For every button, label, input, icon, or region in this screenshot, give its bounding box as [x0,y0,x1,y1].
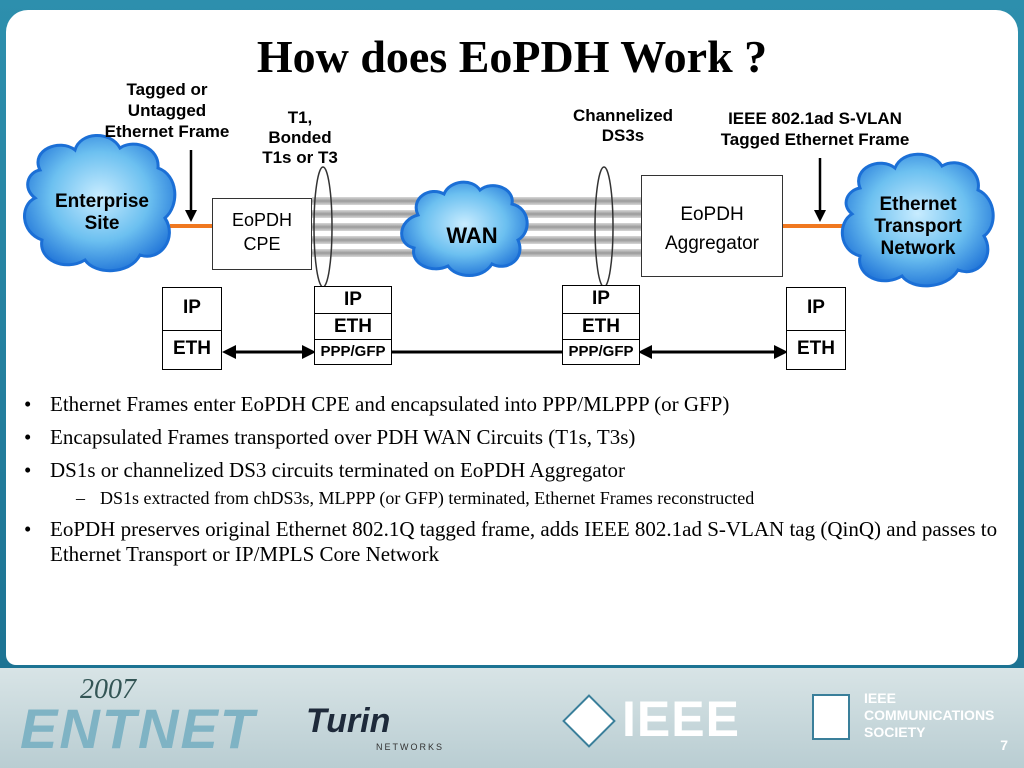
network-diagram [23,134,995,359]
stack-eth: ETH [163,330,221,368]
stack-eth: ETH [787,330,845,368]
comsoc-emblem-icon [812,694,850,740]
protocol-stack-right: IP ETH [786,287,846,370]
cloud-ethernet-transport [840,152,995,288]
slide-title: How does EoPDH Work ? [256,31,768,82]
entnet-wordmark: ENTNET [20,697,256,760]
entnet-year: 2007 [80,674,136,705]
turin-wordmark: Turin [306,702,391,740]
protocol-stack-mid-left: IP ETH PPP/GFP [314,286,392,365]
stack-ppp-gfp: PPP/GFP [563,339,639,363]
cloud-enterprise-site [23,134,177,273]
cloud-wan [400,180,529,277]
stack-ip: IP [344,289,362,310]
comsoc-logo: IEEE COMMUNICATIONS SOCIETY [812,690,1002,750]
protocol-stack-left: IP ETH [162,287,222,370]
eopdh-aggregator-box: EoPDH Aggregator [641,175,783,277]
ethernet-transport-label: Ethernet Transport Network [874,194,962,259]
eopdh-cpe-box: EoPDH CPE [212,198,312,270]
stack-eth: ETH [563,313,639,339]
label-tagged-frame: Tagged or Untagged Ethernet Frame [104,80,230,141]
sub-bullet-item: –DS1s extracted from chDS3s, MLPPP (or G… [76,488,755,508]
comsoc-text: IEEE COMMUNICATIONS SOCIETY [864,690,995,740]
label-svlan-frame: IEEE 802.1ad S-VLAN Tagged Ethernet Fram… [720,109,910,149]
bullet-item: •Encapsulated Frames transported over PD… [24,425,636,449]
stack-ip: IP [183,297,201,318]
stack-ip: IP [807,297,825,318]
footer-banner: 2007 ENTNET Turin NETWORKS IEEE IEEE COM… [0,668,1024,768]
bullet-list: •Ethernet Frames enter EoPDH CPE and enc… [24,392,1014,575]
wan-label: WAN [446,223,498,248]
bullet-item: •EoPDH preserves original Ethernet 802.1… [24,517,998,566]
turin-logo: Turin NETWORKS [306,684,446,764]
bullet-item: •Ethernet Frames enter EoPDH CPE and enc… [24,392,730,416]
stack-ip: IP [592,288,610,309]
label-t1-bonded: T1, Bonded T1s or T3 [262,108,338,167]
stack-ppp-gfp: PPP/GFP [315,339,391,363]
protocol-stack-mid-right: IP ETH PPP/GFP [562,285,640,365]
turin-sub: NETWORKS [376,742,445,752]
ieee-wordmark: IEEE [622,691,740,747]
entnet-logo: 2007 ENTNET [20,674,320,762]
ieee-diamond-icon [562,694,616,748]
ieee-logo: IEEE [562,688,776,748]
label-channelized-ds3: Channelized DS3s [572,106,674,145]
page-number: 7 [1000,737,1008,753]
stack-eth: ETH [315,313,391,339]
bullet-item: •DS1s or channelized DS3 circuits termin… [24,458,626,482]
enterprise-site-label: Enterprise Site [55,191,149,234]
